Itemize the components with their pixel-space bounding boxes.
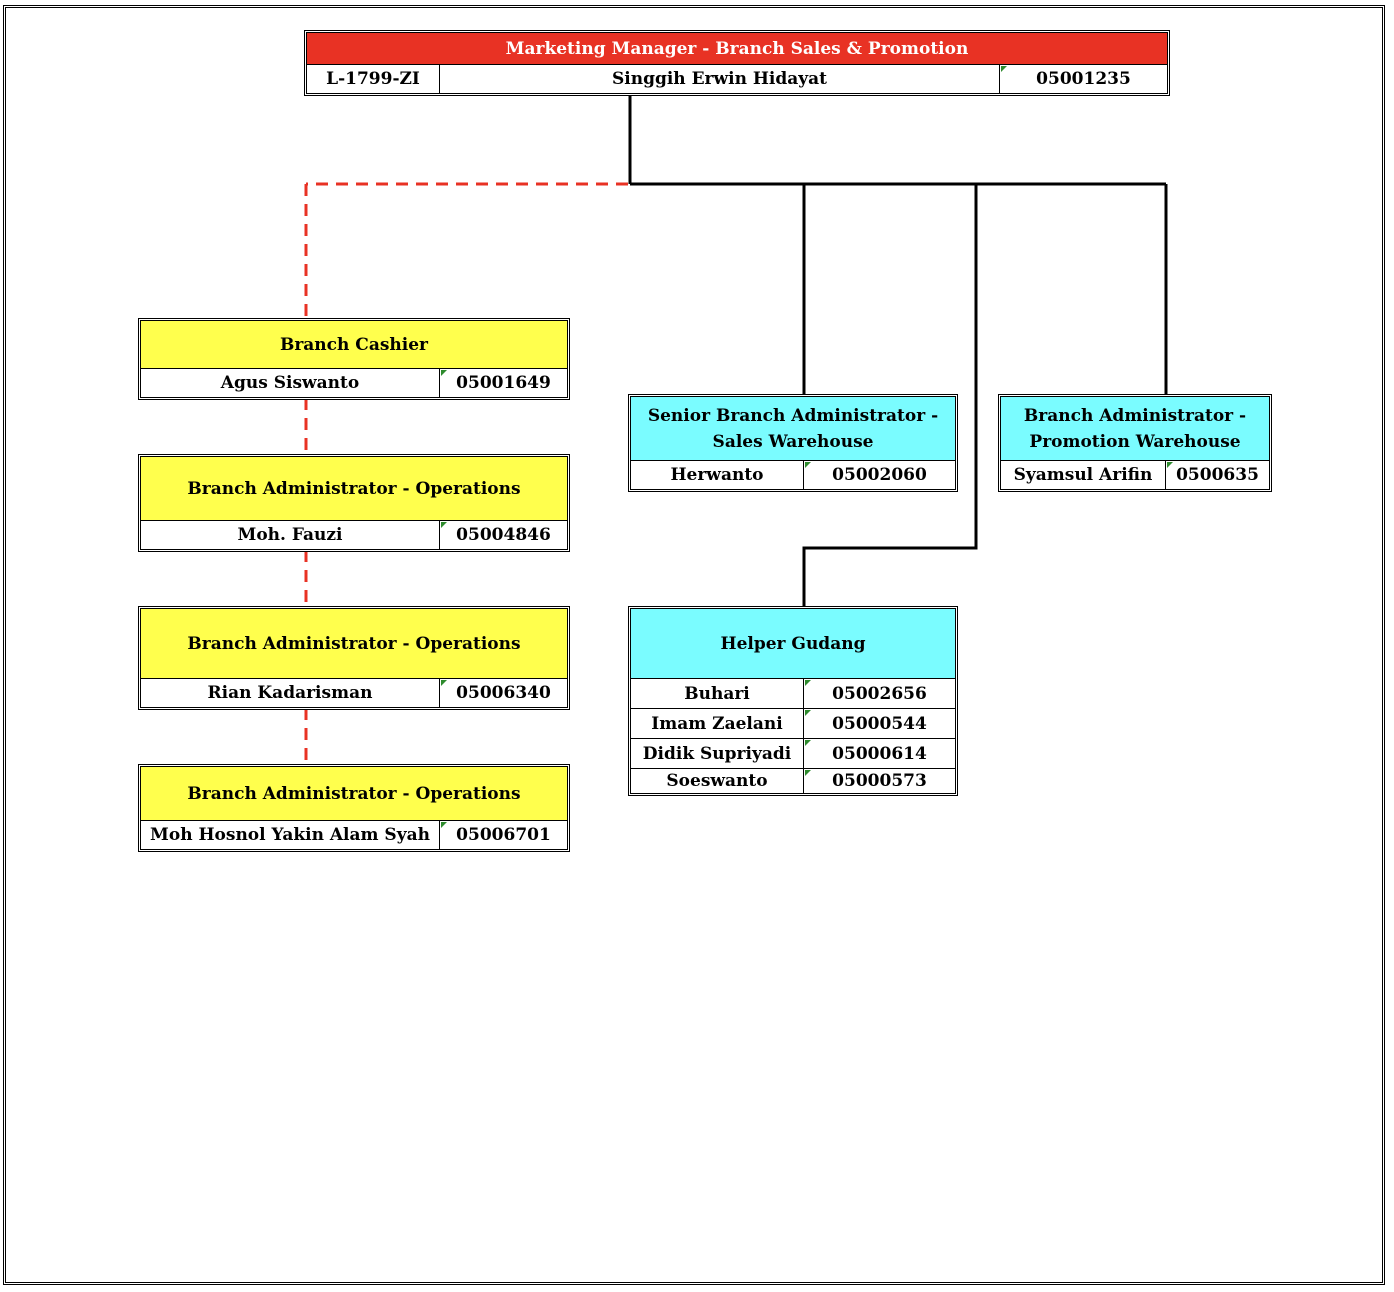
page-frame — [3, 5, 1385, 1285]
senior-admin-id: 05002060 — [803, 461, 955, 489]
senior-admin-name: Herwanto — [670, 465, 764, 485]
helper-member-row: Imam Zaelani 05000544 — [631, 709, 955, 739]
senior-admin-title-line1: Senior Branch Administrator - — [647, 405, 939, 426]
ops-admin-3-name: Moh Hosnol Yakin Alam Syah — [150, 825, 430, 845]
ops-admin-1-box: Branch Administrator - Operations Moh. F… — [138, 454, 570, 552]
senior-admin-title: Senior Branch Administrator - Sales Ware… — [631, 397, 955, 461]
ops-admin-3-title: Branch Administrator - Operations — [141, 767, 567, 821]
senior-admin-title-line2: Sales Warehouse — [712, 431, 874, 452]
promo-admin-title: Branch Administrator - Promotion Warehou… — [1001, 397, 1269, 461]
ops-admin-1-name: Moh. Fauzi — [237, 525, 343, 545]
helper-member-id: 05000614 — [803, 739, 955, 768]
manager-title: Marketing Manager - Branch Sales & Promo… — [307, 33, 1167, 65]
ops-admin-1-row: Moh. Fauzi 05004846 — [141, 521, 567, 549]
helper-member-row: Didik Supriyadi 05000614 — [631, 739, 955, 769]
ops-admin-1-title: Branch Administrator - Operations — [141, 457, 567, 521]
promo-admin-box: Branch Administrator - Promotion Warehou… — [998, 394, 1272, 492]
senior-admin-row: Herwanto 05002060 — [631, 461, 955, 489]
ops-admin-3-id: 05006701 — [439, 821, 567, 849]
helper-member-name: Imam Zaelani — [651, 713, 783, 734]
solid-connectors — [628, 94, 1168, 608]
manager-code: L-1799-ZI — [326, 69, 420, 89]
ops-admin-2-title: Branch Administrator - Operations — [141, 609, 567, 679]
ops-admin-3-box: Branch Administrator - Operations Moh Ho… — [138, 764, 570, 852]
helper-member-row: Buhari 05002656 — [631, 679, 955, 709]
ops-admin-2-id: 05006340 — [439, 679, 567, 707]
ops-admin-2-name: Rian Kadarisman — [207, 683, 373, 703]
branch-cashier-row: Agus Siswanto 05001649 — [141, 369, 567, 397]
promo-admin-name: Syamsul Arifin — [1013, 465, 1153, 485]
helper-member-id: 05002656 — [803, 679, 955, 708]
ops-admin-1-id: 05004846 — [439, 521, 567, 549]
branch-cashier-id: 05001649 — [439, 369, 567, 397]
ops-admin-2-box: Branch Administrator - Operations Rian K… — [138, 606, 570, 710]
manager-box: Marketing Manager - Branch Sales & Promo… — [304, 30, 1170, 96]
promo-admin-id: 0500635 — [1165, 461, 1269, 489]
manager-name: Singgih Erwin Hidayat — [439, 65, 999, 93]
helper-gudang-title: Helper Gudang — [631, 609, 955, 679]
ops-admin-3-row: Moh Hosnol Yakin Alam Syah 05006701 — [141, 821, 567, 849]
helper-member-name: Soeswanto — [666, 771, 768, 791]
helper-gudang-box: Helper Gudang Buhari 05002656 Imam Zaela… — [628, 606, 958, 796]
helper-member-id: 05000544 — [803, 709, 955, 738]
promo-admin-title-line1: Branch Administrator - — [1023, 405, 1247, 426]
helper-member-id: 05000573 — [803, 769, 955, 793]
helper-member-row: Soeswanto 05000573 — [631, 769, 955, 793]
manager-id: 05001235 — [999, 65, 1167, 93]
promo-admin-row: Syamsul Arifin 0500635 — [1001, 461, 1269, 489]
branch-cashier-title: Branch Cashier — [141, 321, 567, 369]
branch-cashier-name: Agus Siswanto — [220, 373, 360, 393]
dashed-connectors — [304, 182, 628, 766]
helper-member-name: Didik Supriyadi — [642, 743, 792, 764]
branch-cashier-box: Branch Cashier Agus Siswanto 05001649 — [138, 318, 570, 400]
senior-admin-box: Senior Branch Administrator - Sales Ware… — [628, 394, 958, 492]
connector-helper — [802, 184, 978, 608]
manager-details-row: L-1799-ZI Singgih Erwin Hidayat 05001235 — [307, 65, 1167, 93]
helper-member-name: Buhari — [684, 683, 750, 704]
ops-admin-2-row: Rian Kadarisman 05006340 — [141, 679, 567, 707]
promo-admin-title-line2: Promotion Warehouse — [1029, 431, 1241, 452]
